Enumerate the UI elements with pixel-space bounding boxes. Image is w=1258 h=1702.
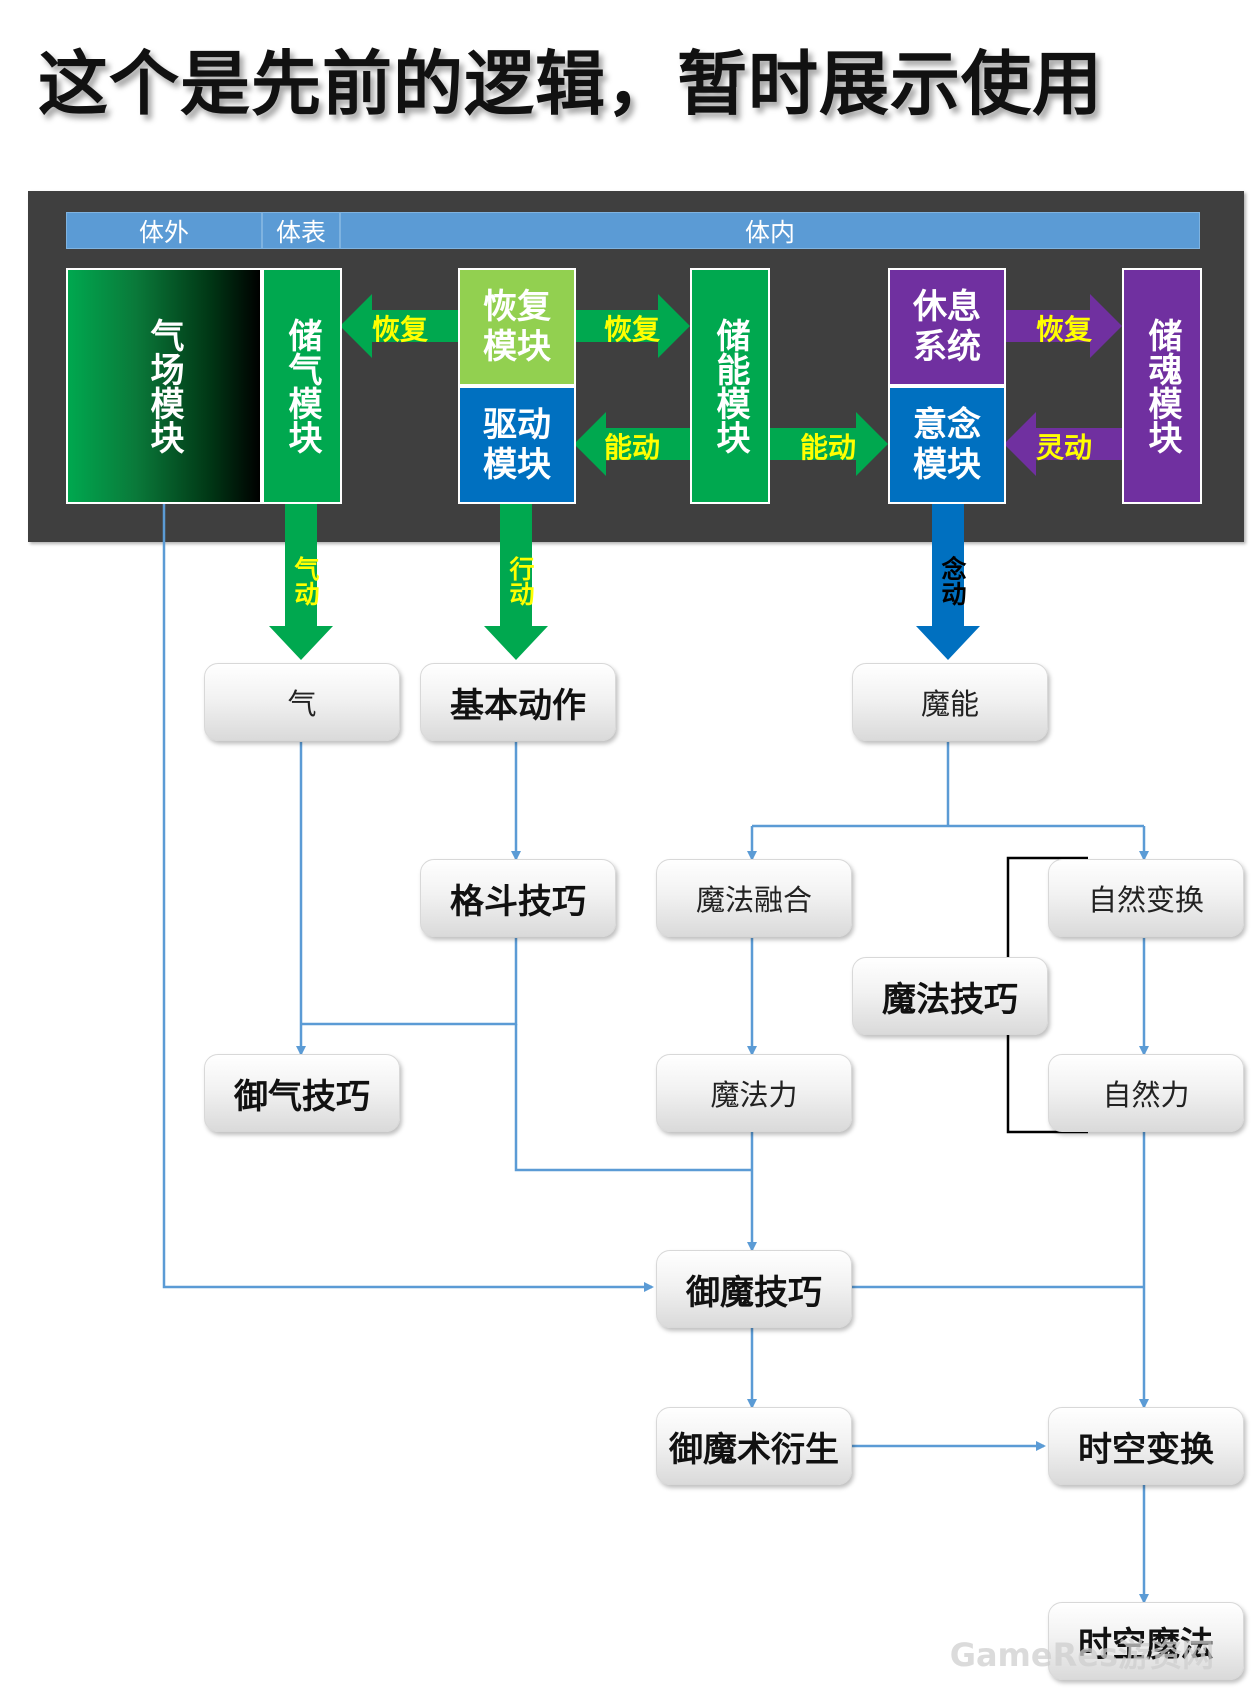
recover-left-label: 恢复 [372,313,429,346]
drive-energy-label: 能动 [604,431,661,464]
recover-module: 恢复 模块 [458,268,576,386]
node-spacetime-transform: 时空变换 [1048,1407,1244,1485]
zone-inside: 体内 [340,212,1200,249]
intent-module: 意念 模块 [888,386,1006,504]
recover-right-label: 恢复 [604,313,661,346]
qi-down-arrow [269,502,333,660]
energy-intent-arrow [770,412,888,476]
watermark: GameRes游资网 [949,1636,1214,1674]
rest-soul-label: 恢复 [1036,313,1093,346]
node-magic-derive: 御魔术衍生 [656,1407,852,1485]
node-magic-energy: 魔能 [852,663,1048,741]
node-combat-skill: 格斗技巧 [420,859,616,937]
mind-down-arrow [916,502,980,660]
qi-store-module: 储气模块 [262,268,342,504]
node-magic-skill: 魔法技巧 [852,957,1048,1035]
zone-surface: 体表 [262,212,340,249]
rest-system: 休息 系统 [888,268,1006,386]
node-magic-power: 魔法力 [656,1054,852,1132]
energy-intent-label: 能动 [800,431,857,464]
action-down-arrow [484,502,548,660]
action-down-label: 行动 [506,556,535,606]
energy-store-module: 储能模块 [690,268,770,504]
soul-intent-arrow [1004,412,1122,476]
node-qi: 气 [204,663,400,741]
page-title: 这个是先前的逻辑，暂时展示使用 [38,43,1103,125]
mind-down-label: 念动 [938,556,967,606]
node-magic-fusion: 魔法融合 [656,859,852,937]
recover-left-arrow [340,294,458,358]
node-nature-transform: 自然变换 [1048,859,1244,937]
node-nature-power: 自然力 [1048,1054,1244,1132]
node-qi-control: 御气技巧 [204,1054,400,1132]
zone-outside: 体外 [66,212,262,249]
drive-module: 驱动 模块 [458,386,576,504]
drive-energy-arrow [574,412,690,476]
qi-down-label: 气动 [291,556,320,606]
recover-right-arrow [574,294,690,358]
field-module: 气场模块 [66,268,262,504]
soul-intent-label: 灵动 [1036,431,1093,464]
rest-soul-arrow [1004,294,1122,358]
node-spacetime-magic: 时空魔法 [1048,1602,1244,1680]
node-basic-action: 基本动作 [420,663,616,741]
soul-store-module: 储魂模块 [1122,268,1202,504]
node-magic-control: 御魔技巧 [656,1250,852,1328]
